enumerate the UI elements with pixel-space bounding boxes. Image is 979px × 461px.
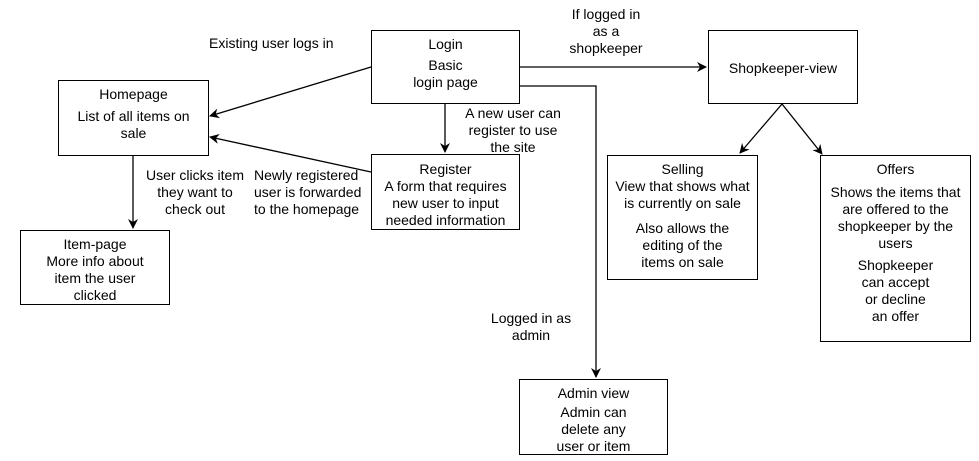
label-logged-admin-1: Logged in as — [490, 310, 572, 326]
node-item-page-body-1: More info about — [46, 253, 144, 269]
label-existing-user-text: Existing user logs in — [209, 35, 334, 51]
node-offers-body-4: users — [878, 235, 913, 251]
label-user-clicks-2: they want to — [157, 184, 233, 200]
node-selling: Selling View that shows what is currentl… — [607, 155, 758, 280]
label-if-shopkeeper-2: as a — [592, 23, 620, 39]
node-selling-body-5: editing of the — [642, 237, 723, 253]
label-if-shopkeeper: If logged in as a shopkeeper — [558, 6, 654, 57]
node-item-page-body-2: item the user — [54, 270, 136, 286]
node-homepage-title: Homepage — [99, 86, 168, 102]
node-register-title: Register — [419, 161, 472, 177]
node-shopkeeper-view-title: Shopkeeper-view — [728, 60, 838, 76]
node-selling-body-3 — [608, 212, 757, 220]
label-new-user: A new user can register to use the site — [458, 105, 568, 156]
label-if-shopkeeper-1: If logged in — [571, 6, 641, 22]
node-register: Register A form that requires new user t… — [371, 154, 520, 230]
node-offers-body-3: shopkeeper by the — [837, 218, 954, 234]
edge-shopkeeper-offers — [781, 103, 823, 155]
node-offers-body-1: Shows the items that — [830, 184, 961, 200]
node-selling-body-1: View that shows what — [615, 178, 750, 194]
node-homepage-body-1: List of all items on — [77, 108, 190, 124]
node-selling-body-6: items on sale — [641, 254, 724, 270]
node-login: Login Basic login page — [371, 30, 520, 104]
node-selling-body-4: Also allows the — [635, 220, 730, 236]
node-selling-body-2: is currently on sale — [624, 195, 741, 211]
label-user-clicks: User clicks item they want to check out — [139, 167, 251, 218]
label-logged-admin: Logged in as admin — [483, 310, 579, 344]
node-admin-view-title: Admin view — [557, 385, 630, 401]
node-item-page-body-3: clicked — [73, 287, 117, 303]
node-homepage-body-2: sale — [120, 125, 147, 141]
label-if-shopkeeper-3: shopkeeper — [569, 40, 643, 56]
node-login-body-1: Basic — [428, 57, 463, 73]
label-logged-admin-2: admin — [511, 327, 551, 343]
edge-shopkeeper-selling — [739, 103, 783, 154]
node-homepage: Homepage List of all items on sale — [58, 80, 209, 156]
node-admin-view-body-3: user or item — [556, 438, 631, 454]
label-newly-registered: Newly registered user is forwarded to th… — [254, 167, 361, 218]
label-new-user-2: register to use — [468, 122, 558, 138]
label-user-clicks-3: check out — [165, 201, 225, 217]
node-offers-body-6: can accept — [861, 274, 930, 290]
label-newly-registered-3: to the homepage — [254, 201, 360, 217]
node-item-page-title: Item-page — [63, 236, 127, 252]
label-newly-registered-2: user is forwarded — [254, 184, 362, 200]
node-offers-body-7: or decline — [865, 291, 926, 307]
edge-register-homepage — [209, 134, 372, 173]
node-login-title: Login — [428, 36, 463, 52]
node-offers-title: Offers — [876, 161, 915, 177]
node-admin-view-body-1: Admin can — [560, 404, 627, 420]
node-selling-title: Selling — [661, 161, 704, 177]
node-offers-body-5: Shopkeeper — [857, 257, 934, 273]
node-register-body-1: A form that requires — [384, 178, 507, 194]
edge-login-admin — [520, 85, 601, 378]
node-register-body-2: new user to input — [392, 195, 499, 211]
label-existing-user: Existing user logs in — [209, 35, 334, 52]
label-new-user-3: the site — [490, 139, 536, 155]
node-offers-body-2: are offered to the — [842, 201, 949, 217]
label-newly-registered-1: Newly registered — [254, 167, 359, 183]
node-offers: Offers Shows the items that are offered … — [820, 155, 971, 342]
node-item-page: Item-page More info about item the user … — [20, 230, 170, 305]
label-user-clicks-1: User clicks item — [145, 167, 244, 183]
node-admin-view-body-2: delete any — [561, 421, 626, 437]
node-register-body-3: needed information — [385, 212, 506, 228]
node-admin-view: Admin view Admin can delete any user or … — [519, 379, 668, 455]
node-shopkeeper-view: Shopkeeper-view — [708, 30, 858, 104]
edge-login-homepage — [209, 66, 372, 119]
node-offers-body-8: an offer — [871, 308, 920, 324]
node-login-body-2: login page — [413, 74, 478, 90]
label-new-user-1: A new user can — [465, 105, 561, 121]
